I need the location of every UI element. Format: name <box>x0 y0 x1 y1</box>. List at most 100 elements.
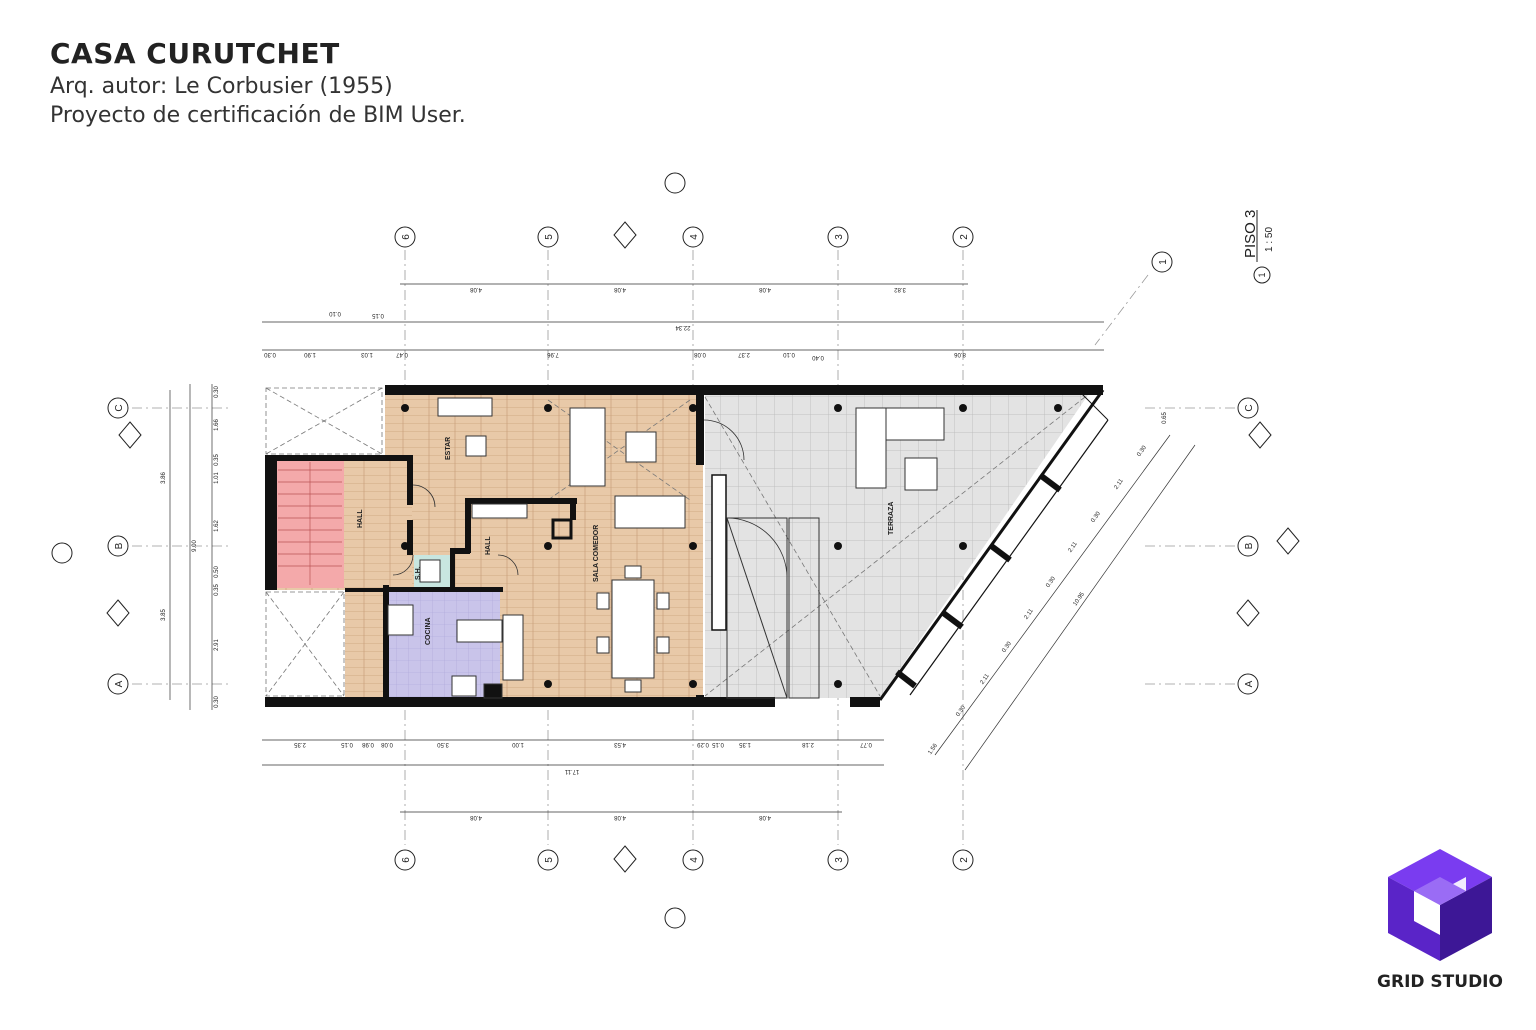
svg-text:0.35: 0.35 <box>214 584 220 596</box>
svg-text:0.30: 0.30 <box>955 704 967 718</box>
view-title: PISO 3 1 : 50 1 <box>1242 210 1275 278</box>
grid-label-1: 1 <box>1158 259 1169 265</box>
svg-text:4.08: 4.08 <box>759 286 771 292</box>
room-label-sala: SALA COMEDOR <box>593 525 600 582</box>
svg-text:4.53: 4.53 <box>614 741 626 747</box>
svg-text:9.00: 9.00 <box>192 540 198 552</box>
svg-text:0.15: 0.15 <box>341 741 353 747</box>
svg-text:0.08: 0.08 <box>694 351 706 357</box>
furniture <box>387 397 945 699</box>
svg-text:0.15: 0.15 <box>712 741 724 747</box>
svg-text:8.06: 8.06 <box>954 351 966 357</box>
svg-text:4.08: 4.08 <box>470 814 482 820</box>
west-wall <box>265 455 277 590</box>
room-label-hall-1: HALL <box>357 509 364 528</box>
view-name: PISO 3 <box>1242 210 1259 258</box>
grid-label-2-bottom: 2 <box>959 857 970 863</box>
bench <box>437 397 493 417</box>
room-label-hall-2: HALL <box>485 536 492 555</box>
room-labels: HALL ESTAR HALL SALA COMEDOR COCINA S.H.… <box>357 437 895 645</box>
svg-text:17.11: 17.11 <box>564 768 579 774</box>
svg-text:10.95: 10.95 <box>1072 591 1086 607</box>
stair-treads <box>278 462 342 585</box>
svg-text:3.82: 3.82 <box>894 286 906 292</box>
section-markers <box>106 221 1300 873</box>
svg-text:0.30: 0.30 <box>214 696 220 708</box>
logo-cube-icon <box>1388 849 1492 961</box>
toilet <box>419 559 441 583</box>
grid-studio-logo: GRID STUDIO <box>1370 845 1510 992</box>
grid-bubble-labels: 6 5 4 3 2 6 5 4 3 2 1 C B A C B A <box>114 234 1255 863</box>
walls <box>265 385 1103 707</box>
svg-text:1.56: 1.56 <box>927 742 939 756</box>
top-dimensions <box>169 283 1196 813</box>
svg-text:0.65: 0.65 <box>1162 412 1168 424</box>
logo-text: GRID STUDIO <box>1377 972 1503 992</box>
grid-label-5-top: 5 <box>544 234 555 240</box>
svg-text:4.08: 4.08 <box>614 814 626 820</box>
dimension-texts: 4.08 4.08 4.08 3.82 22.34 0.10 0.15 0.30… <box>264 286 966 820</box>
south-wall <box>265 697 775 707</box>
svg-text:2.91: 2.91 <box>214 639 220 651</box>
drawing-title: CASA CURUTCHET <box>50 37 340 70</box>
svg-text:1.03: 1.03 <box>361 351 373 357</box>
north-wall <box>385 385 1103 395</box>
room-label-sh: S.H. <box>415 566 422 580</box>
room-label-terraza: TERRAZA <box>888 502 895 535</box>
svg-text:0.77: 0.77 <box>860 741 872 747</box>
grid-label-5-bottom: 5 <box>544 857 555 863</box>
view-number: 1 <box>1257 272 1267 277</box>
room-label-cocina: COCINA <box>425 617 432 645</box>
svg-text:2.35: 2.35 <box>294 741 306 747</box>
svg-text:0.40: 0.40 <box>812 354 824 360</box>
svg-text:3.86: 3.86 <box>161 472 167 484</box>
svg-text:1.35: 1.35 <box>739 741 751 747</box>
grid-label-3-top: 3 <box>834 234 845 240</box>
svg-text:7.96: 7.96 <box>547 351 559 357</box>
svg-text:0.30: 0.30 <box>1001 640 1013 654</box>
left-dimension-texts: 0.30 1.66 0.35 1.01 1.62 0.50 0.35 2.91 … <box>161 386 220 708</box>
grid-label-3-bottom: 3 <box>834 857 845 863</box>
svg-text:3.85: 3.85 <box>161 609 167 621</box>
grid-label-a-right: A <box>1244 680 1255 687</box>
svg-text:2.11: 2.11 <box>980 673 992 686</box>
svg-text:0.15: 0.15 <box>372 312 384 318</box>
grid-label-b-left: B <box>114 542 125 549</box>
svg-text:0.30: 0.30 <box>1045 575 1057 589</box>
svg-text:3.50: 3.50 <box>437 741 449 747</box>
svg-text:0.10: 0.10 <box>783 351 795 357</box>
dining-table <box>611 579 655 679</box>
svg-text:1.66: 1.66 <box>214 419 220 431</box>
svg-text:0.50: 0.50 <box>214 566 220 578</box>
svg-text:0.29: 0.29 <box>697 741 709 747</box>
svg-text:4.08: 4.08 <box>614 286 626 292</box>
project-line: Proyecto de certificación de BIM User. <box>50 103 466 128</box>
author-line: Arq. autor: Le Corbusier (1955) <box>50 74 393 99</box>
view-scale: 1 : 50 <box>1264 227 1275 252</box>
grid-label-2-top: 2 <box>959 234 970 240</box>
svg-text:0.30: 0.30 <box>214 386 220 398</box>
grid-label-c-left: C <box>114 404 125 411</box>
svg-text:2.37: 2.37 <box>738 351 750 357</box>
svg-text:1.90: 1.90 <box>304 351 316 357</box>
svg-text:0.30: 0.30 <box>264 351 276 357</box>
svg-text:2.18: 2.18 <box>802 741 814 747</box>
title-block: CASA CURUTCHET Arq. autor: Le Corbusier … <box>50 36 466 130</box>
svg-text:0.47: 0.47 <box>396 351 408 357</box>
grid-label-4-bottom: 4 <box>689 857 700 863</box>
grid-label-a-left: A <box>114 680 125 687</box>
diagonal-facade <box>878 389 1109 701</box>
grid-lines <box>132 250 1235 845</box>
svg-text:4.08: 4.08 <box>470 286 482 292</box>
svg-text:22.34: 22.34 <box>675 324 691 330</box>
svg-text:4.08: 4.08 <box>759 814 771 820</box>
svg-text:0.35: 0.35 <box>214 454 220 466</box>
columns <box>401 404 1062 688</box>
grid-label-c-right: C <box>1244 404 1255 411</box>
grid-label-6-top: 6 <box>401 234 412 240</box>
svg-text:0.30: 0.30 <box>1090 510 1102 524</box>
grid-label-b-right: B <box>1244 542 1255 549</box>
terrace-sofa <box>855 407 887 489</box>
svg-text:0.08: 0.08 <box>381 741 393 747</box>
grid-label-6-bottom: 6 <box>401 857 412 863</box>
